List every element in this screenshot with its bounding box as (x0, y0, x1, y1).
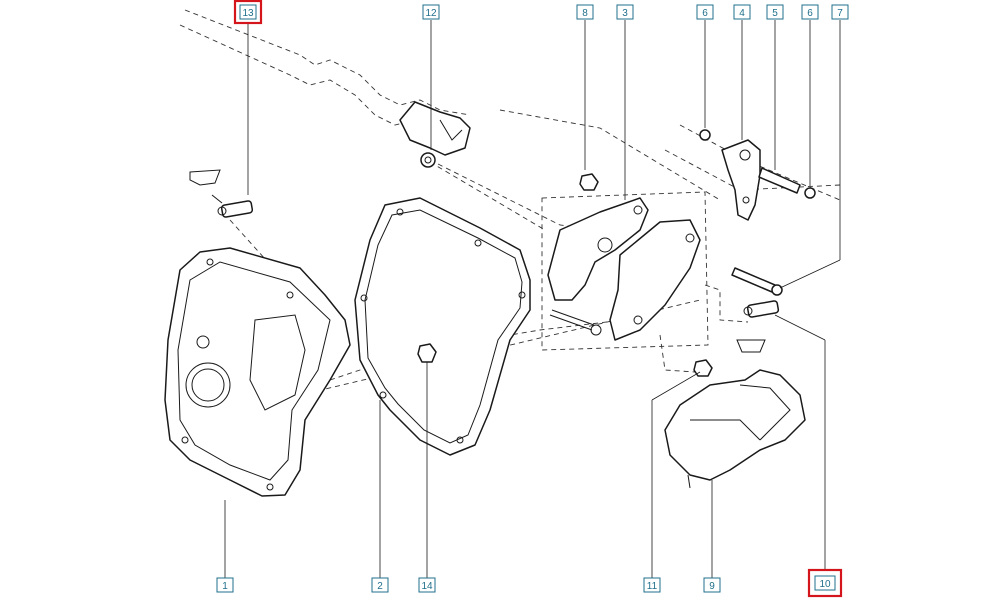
callout-14-label: 14 (421, 581, 433, 592)
gasket-part-2 (354, 197, 531, 456)
callout-6-right-label: 6 (807, 8, 813, 19)
callout-3: 3 (616, 4, 634, 20)
callout-7-label: 7 (837, 8, 843, 19)
bolt-part-7 (731, 267, 783, 296)
pin-part-5 (758, 167, 801, 194)
lever-part-4 (721, 139, 761, 221)
callout-5-label: 5 (772, 8, 778, 19)
callout-8-label: 8 (582, 8, 588, 19)
callout-4-label: 4 (739, 8, 745, 19)
callout-10: 10 (807, 568, 843, 598)
callout-13-label: 13 (242, 8, 254, 19)
callout-12: 12 (422, 4, 440, 20)
callout-14: 14 (418, 577, 436, 593)
callout-5: 5 (766, 4, 784, 20)
nut-part-8 (579, 173, 599, 191)
callout-8: 8 (576, 4, 594, 20)
callout-11-label: 11 (647, 581, 658, 592)
callout-10-label: 10 (819, 579, 831, 590)
callout-11: 11 (643, 577, 661, 593)
callout-6-right: 6 (801, 4, 819, 20)
callout-12-label: 12 (425, 8, 437, 19)
washer-part-6-right (804, 187, 816, 199)
clip-part-10 (736, 300, 780, 353)
callout-9-label: 9 (709, 581, 715, 592)
callout-9: 9 (703, 577, 721, 593)
callout-13: 13 (233, 0, 263, 25)
nut-part-11 (693, 359, 713, 377)
clip-part-13 (189, 169, 254, 218)
callout-7: 7 (831, 4, 849, 20)
linkage-part-12 (399, 101, 471, 168)
callout-2: 2 (371, 577, 389, 593)
callout-6-left-label: 6 (702, 8, 708, 19)
callout-1-label: 1 (222, 581, 228, 592)
callout-3-label: 3 (622, 8, 628, 19)
callout-1: 1 (216, 577, 234, 593)
washer-part-6-left (699, 129, 711, 141)
callout-6-left: 6 (696, 4, 714, 20)
leader-lines (224, 20, 841, 578)
callout-4: 4 (733, 4, 751, 20)
bracket-part-3 (547, 197, 701, 341)
housing-part-9 (664, 369, 806, 489)
cover-part-1 (164, 247, 351, 497)
nut-part-14 (417, 343, 437, 363)
callout-2-label: 2 (377, 581, 383, 592)
